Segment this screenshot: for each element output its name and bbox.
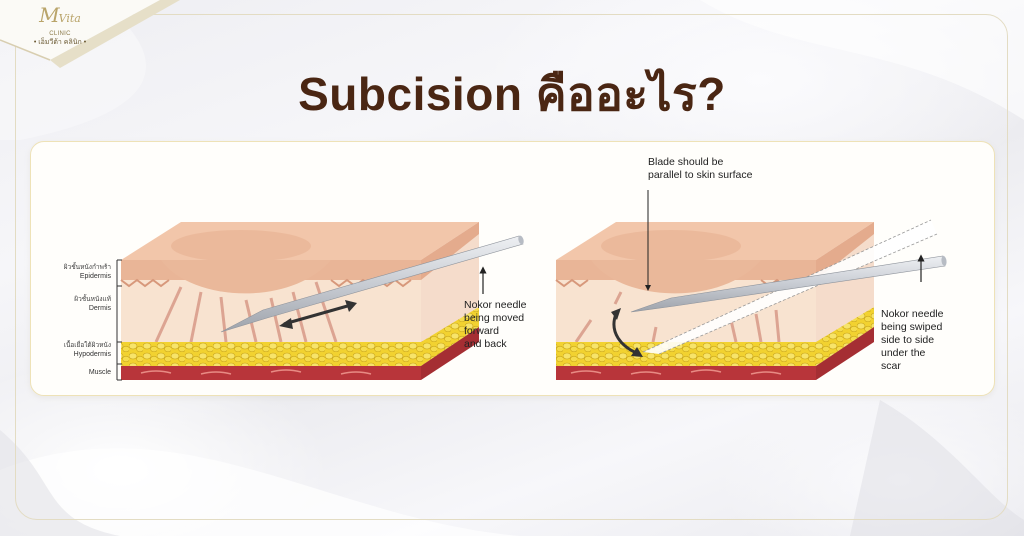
layer-label-hypodermis: เนื้อเยื่อใต้ผิวหนัง Hypodermis	[63, 342, 111, 358]
layer-bracket	[116, 259, 122, 381]
skin-block-right	[555, 222, 874, 380]
subcision-illustrations	[116, 190, 947, 381]
skin-block-left	[120, 222, 479, 380]
logo-wordmark: MVita	[39, 3, 81, 27]
forward-back-arrow	[279, 300, 357, 329]
clinic-logo[interactable]: MVita CLINIC • เอ็มวีต้า คลินิก •	[26, 3, 94, 46]
diagram-panel: ผิวชั้นหนังกำพร้า Epidermis ผิวชั้นหนังแ…	[30, 141, 995, 396]
logo-thai: • เอ็มวีต้า คลินิก •	[33, 39, 87, 46]
page-title: Subcision คืออะไร?	[298, 68, 726, 120]
note-blade-parallel: Blade should be parallel to skin surface	[648, 156, 753, 181]
swipe-arrow	[611, 308, 643, 357]
logo-sub: CLINIC	[49, 31, 71, 37]
needle-left	[220, 235, 524, 333]
layer-label-dermis: ผิวชั้นหนังแท้ Dermis	[74, 296, 111, 312]
layer-label-muscle: Muscle	[88, 369, 111, 376]
note-side-to-side: Nokor needle being swiped side to side u…	[881, 308, 944, 372]
decorative-frame	[15, 14, 1008, 520]
needle-right	[630, 255, 947, 313]
layer-label-epidermis: ผิวชั้นหนังกำพร้า Epidermis	[63, 264, 111, 280]
note-forward-back: Nokor needle being moved forward and bac…	[464, 299, 527, 350]
logo-ribbon	[0, 0, 180, 68]
